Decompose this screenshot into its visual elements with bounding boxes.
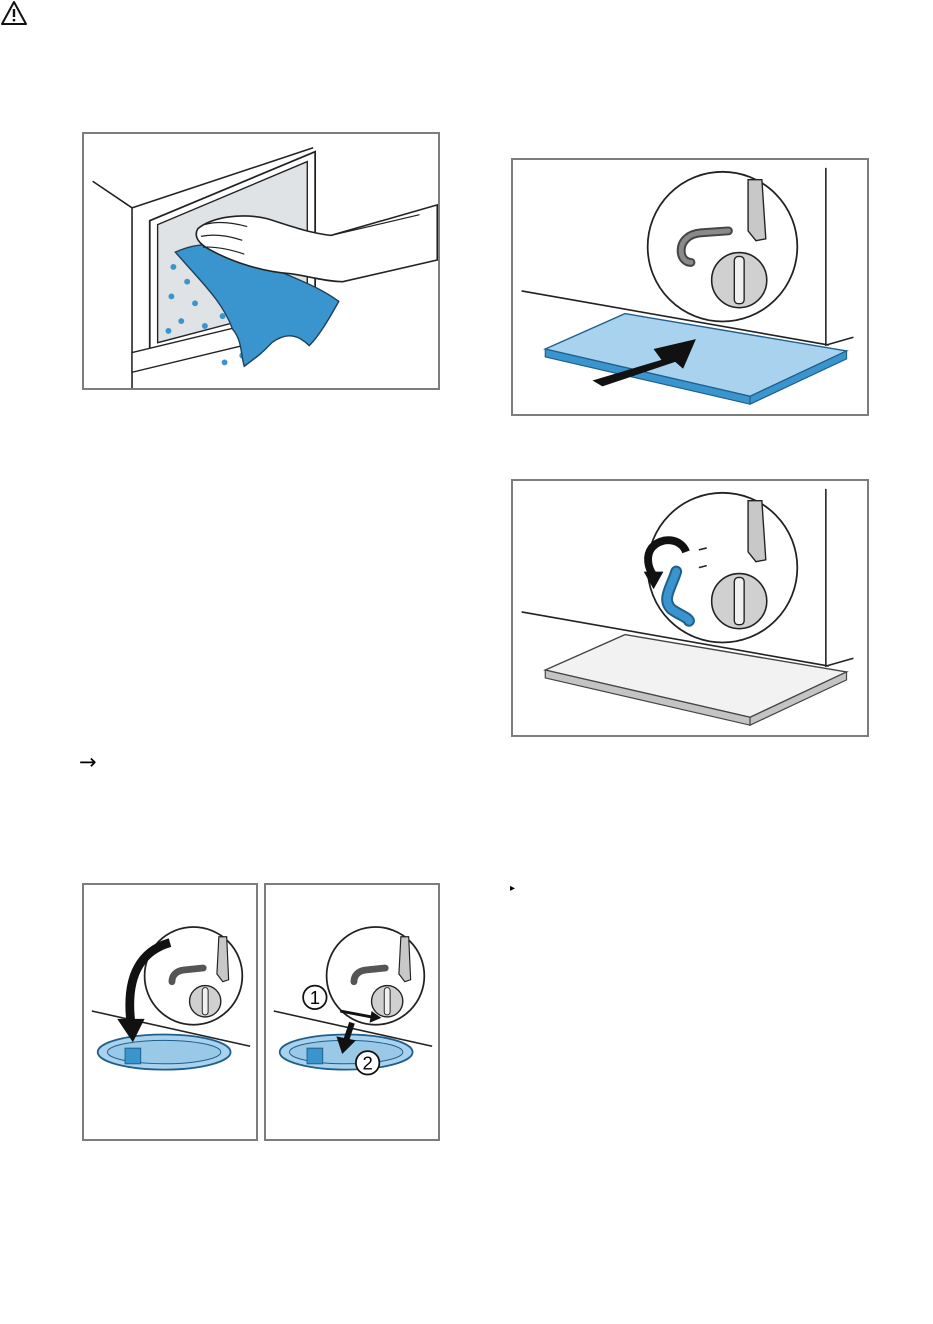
warning-triangle-icon	[0, 13, 28, 30]
figure-remove-pump-cover: 1 2	[264, 883, 440, 1141]
figure-wipe-door-seal	[82, 132, 440, 390]
arrow-marker: →	[79, 752, 97, 773]
figure-open-pump-cover	[82, 883, 258, 1141]
wipe-door-seal-illustration	[84, 134, 438, 388]
release-hose-illustration	[513, 481, 867, 735]
step-1-label: 1	[310, 987, 320, 1008]
insert-tray-illustration	[513, 160, 867, 414]
figure-insert-tray	[511, 158, 869, 416]
figure-release-hose	[511, 479, 869, 737]
remove-pump-cover-illustration: 1 2	[266, 885, 438, 1139]
open-pump-cover-illustration	[84, 885, 256, 1139]
step-2-label: 2	[362, 1053, 372, 1074]
bullet-marker: ▸	[510, 884, 515, 894]
